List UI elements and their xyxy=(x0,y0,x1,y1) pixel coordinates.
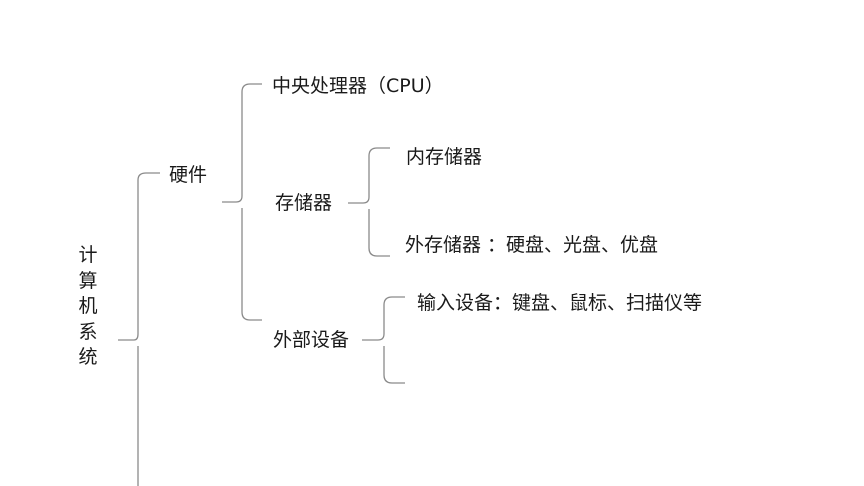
root-label: 计算机系统 xyxy=(78,244,98,368)
node-peripherals: 外部设备 xyxy=(273,329,350,351)
node-hardware: 硬件 xyxy=(169,164,208,186)
node-external-storage: 外存储器 ：硬盘、光盘、优盘 xyxy=(405,234,659,256)
brace-storage xyxy=(348,147,390,257)
node-input-devices: 输入设备：键盘、鼠标、扫描仪等 xyxy=(417,292,703,314)
brace-hardware xyxy=(222,83,262,321)
node-storage: 存储器 xyxy=(275,192,333,214)
node-cpu: 中央处理器（CPU） xyxy=(272,75,444,97)
brace-peripherals xyxy=(362,296,405,384)
brace-root xyxy=(118,172,160,486)
node-internal-storage: 内存储器 xyxy=(406,146,483,168)
